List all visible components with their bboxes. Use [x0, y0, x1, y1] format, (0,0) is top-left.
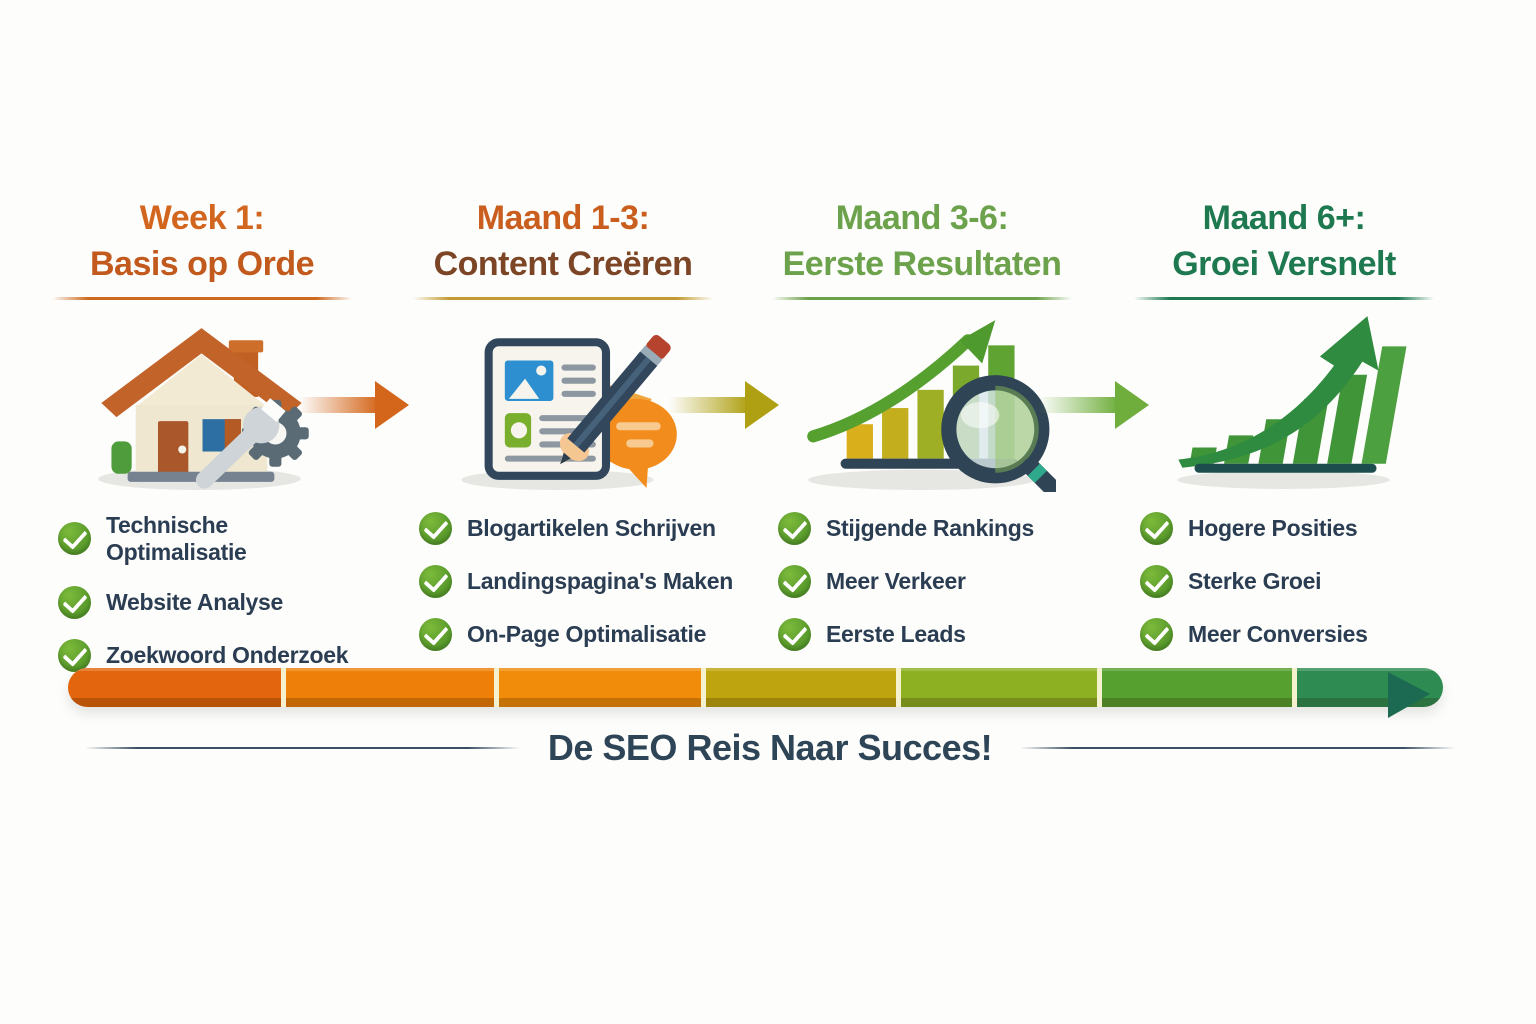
check-circle-icon: [1140, 617, 1173, 651]
checklist-item: Meer Conversies: [1140, 617, 1454, 651]
checklist-label: Technische Optimalisatie: [106, 511, 247, 565]
timeline-segment: [286, 668, 494, 707]
divider-line: [85, 747, 520, 749]
phase-title-line2: Eerste Resultaten: [782, 244, 1062, 283]
check-circle-icon: [58, 585, 91, 619]
check-circle-icon: [419, 617, 452, 651]
checklist-label: Meer Conversies: [1188, 620, 1368, 647]
divider-line: [1020, 747, 1456, 749]
checklist-item: Website Analyse: [58, 585, 372, 619]
check-circle-icon: [419, 564, 452, 598]
timeline-segment: [706, 668, 896, 707]
phase-icon-wrap: [32, 314, 372, 492]
checklist-label: Zoekwoord Onderzoek: [106, 641, 349, 668]
timeline-segment: [900, 668, 1097, 707]
timeline-gradient-bar: [68, 668, 1443, 707]
check-circle-icon: [778, 617, 811, 651]
phase-column-maand-6plus: Maand 6+: Groei Versnelt Hogere Posities: [1114, 196, 1454, 671]
phase-icon-wrap: [752, 314, 1092, 492]
checklist-label: Stijgende Rankings: [826, 514, 1035, 541]
phase-title-line1: Maand 3-6:: [835, 199, 1009, 237]
check-circle-icon: [778, 511, 811, 545]
check-circle-icon: [778, 564, 811, 598]
phase-checklist: Hogere Posities Sterke Groei Meer Conver…: [1114, 511, 1454, 651]
checklist-label: Eerste Leads: [826, 620, 966, 647]
check-circle-icon: [1140, 564, 1173, 598]
footer: De SEO Reis Naar Succes!: [85, 726, 1456, 770]
phase-title-line1: Week 1:: [139, 199, 265, 237]
check-circle-icon: [58, 638, 91, 672]
phase-column-maand-1-3: Maand 1-3: Content Creëren: [393, 196, 733, 671]
checklist-item: Eerste Leads: [778, 617, 1092, 651]
checklist-item: On-Page Optimalisatie: [419, 617, 733, 651]
footer-title: De SEO Reis Naar Succes!: [547, 727, 993, 768]
phase-title-line2: Groei Versnelt: [1172, 244, 1396, 283]
check-circle-icon: [419, 511, 452, 545]
arrow-head: [1115, 381, 1149, 429]
flow-arrow-icon: [299, 381, 409, 429]
checklist-label: Hogere Posities: [1188, 514, 1358, 541]
checklist-label: Blogartikelen Schrijven: [467, 514, 716, 541]
rankings-magnifier-icon: [807, 319, 1056, 492]
flow-arrow-icon: [669, 381, 779, 429]
growth-chart-icon: [1177, 315, 1407, 489]
house-tools-icon: [98, 327, 309, 490]
title-underline: [413, 296, 713, 300]
check-circle-icon: [58, 522, 91, 556]
check-circle-icon: [1140, 511, 1173, 545]
arrow-shaft: [1039, 397, 1119, 413]
timeline-arrowhead-icon: [1388, 672, 1430, 718]
title-underline: [52, 296, 352, 300]
phase-title-line2: Basis op Orde: [89, 244, 315, 283]
checklist-item: Sterke Groei: [1140, 564, 1454, 598]
timeline-segment: [498, 668, 702, 707]
phase-checklist: Blogartikelen Schrijven Landingspagina's…: [393, 511, 733, 651]
phase-icon-wrap: [393, 314, 733, 492]
phase-icon-wrap: [1114, 314, 1454, 492]
checklist-label: Landingspagina's Maken: [467, 567, 733, 594]
checklist-label: Sterke Groei: [1188, 567, 1322, 594]
phase-checklist: Technische Optimalisatie Website Analyse…: [32, 512, 372, 672]
checklist-label: Website Analyse: [106, 588, 284, 615]
checklist-item: Meer Verkeer: [778, 564, 1092, 598]
phase-column-maand-3-6: Maand 3-6: Eerste Resultaten: [752, 196, 1092, 671]
checklist-item: Hogere Posities: [1140, 511, 1454, 545]
timeline-segment: [68, 668, 282, 707]
checklist-label: On-Page Optimalisatie: [467, 620, 707, 647]
arrow-head: [745, 381, 779, 429]
checklist-item: Blogartikelen Schrijven: [419, 511, 733, 545]
timeline-segment: [1101, 668, 1293, 707]
title-underline: [772, 296, 1072, 300]
blog-writing-icon: [461, 334, 677, 490]
checklist-item: Stijgende Rankings: [778, 511, 1092, 545]
arrow-shaft: [299, 397, 379, 413]
phase-title-line1: Maand 1-3:: [476, 199, 650, 237]
arrow-head: [375, 381, 409, 429]
checklist-item: Technische Optimalisatie: [58, 512, 372, 566]
phase-column-week1: Week 1: Basis op Orde: [32, 196, 372, 692]
phase-title-line2: Content Creëren: [433, 244, 693, 283]
checklist-item: Zoekwoord Onderzoek: [58, 638, 372, 672]
phase-title-line1: Maand 6+:: [1202, 199, 1366, 237]
arrow-shaft: [669, 397, 749, 413]
flow-arrow-icon: [1039, 381, 1149, 429]
checklist-item: Landingspagina's Maken: [419, 564, 733, 598]
title-underline: [1134, 296, 1434, 300]
checklist-label: Meer Verkeer: [826, 567, 966, 594]
phase-checklist: Stijgende Rankings Meer Verkeer Eerste L…: [752, 511, 1092, 651]
